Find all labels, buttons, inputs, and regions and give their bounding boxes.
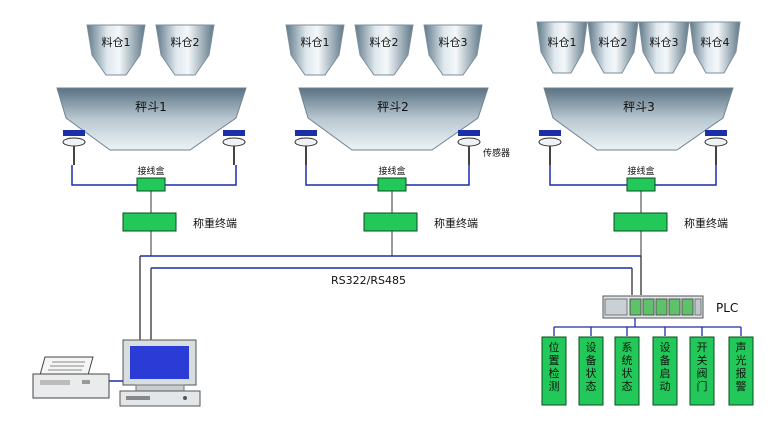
weighing-group-1: 料仓1 料仓2 秤斗1 接线盒 称重终端 [56,24,247,256]
junction-box [136,177,166,192]
load-sensor-icon [538,130,562,165]
weigh-hopper: 秤斗3 [543,87,734,151]
storage-bin: 料仓3 [638,21,690,74]
storage-bin: 料仓2 [587,21,639,74]
storage-bin: 料仓2 [354,24,414,76]
storage-bin: 料仓4 [689,21,741,74]
load-sensor-icon [294,130,318,165]
load-sensor-icon [222,130,246,165]
weigh-hopper: 秤斗1 [56,87,247,151]
storage-bin: 料仓1 [536,21,588,74]
sensor-cable [71,165,137,186]
plc-output-wiring [553,318,742,336]
weighing-terminal [363,212,418,232]
weighing-terminal [613,212,668,232]
output-box-device-start [652,336,678,406]
bin-label: 料仓2 [171,35,200,49]
terminal-label: 称重终端 [193,216,237,230]
sensor-cable [305,165,378,186]
output-box-device-status [578,336,604,406]
bin-label: 料仓3 [439,35,468,49]
weighing-group-3: 料仓1 料仓2 料仓3 料仓4 秤斗3 接线盒 [536,21,741,256]
weighing-group-2: 料仓1 料仓2 料仓3 秤斗2 传感器 接线盒 称重终 [285,24,510,256]
load-sensor-icon [704,130,728,165]
bin-label: 料仓1 [301,35,330,49]
sensor-cable [549,165,627,186]
junction-box [626,177,656,192]
sensor-cable [406,165,470,186]
load-sensor-icon [457,130,481,165]
output-label-valve: 开关阀门 [696,341,708,393]
hopper-label: 秤斗2 [377,100,409,114]
junction-box-label: 接线盒 [137,165,164,177]
bin-label: 料仓3 [650,35,679,49]
output-label-device-status: 设备状态 [585,341,597,393]
bin-label: 料仓1 [102,35,131,49]
hopper-label: 秤斗1 [135,100,167,114]
storage-bin: 料仓3 [423,24,483,76]
printer-icon [32,356,110,399]
terminal-label: 称重终端 [434,216,478,230]
bin-label: 料仓4 [701,35,730,49]
weigh-hopper: 秤斗2 [298,87,489,151]
junction-box-label: 接线盒 [378,165,405,177]
bin-label: 料仓2 [599,35,628,49]
weighing-terminal [122,212,177,232]
bus-label: RS322/RS485 [331,274,406,287]
sensor-label: 传感器 [483,147,510,159]
computer-icon [119,339,201,407]
output-label-alarm: 声光报警 [735,341,747,393]
sensor-cable [165,165,237,186]
junction-box-label: 接线盒 [627,165,654,177]
output-label-system-status: 系统状态 [621,341,633,393]
terminal-label: 称重终端 [684,216,728,230]
storage-bin: 料仓1 [285,24,345,76]
bin-label: 料仓2 [370,35,399,49]
hopper-label: 秤斗3 [623,100,655,114]
junction-box [377,177,407,192]
storage-bin: 料仓2 [155,24,215,76]
sensor-cable [655,165,717,186]
output-label-device-start: 设备启动 [659,341,671,393]
load-sensor-icon [62,130,86,165]
output-box-system-status [614,336,640,406]
output-box-position-detect [541,336,567,406]
output-label-position-detect: 位置检测 [548,341,560,393]
storage-bin: 料仓1 [86,24,146,76]
plc-icon [602,295,704,319]
plc-label: PLC [716,301,738,315]
communication-bus: RS322/RS485 [139,255,642,342]
bin-label: 料仓1 [548,35,577,49]
output-box-valve [689,336,715,406]
output-box-alarm [728,336,754,406]
plc-output-boxes [541,336,754,406]
